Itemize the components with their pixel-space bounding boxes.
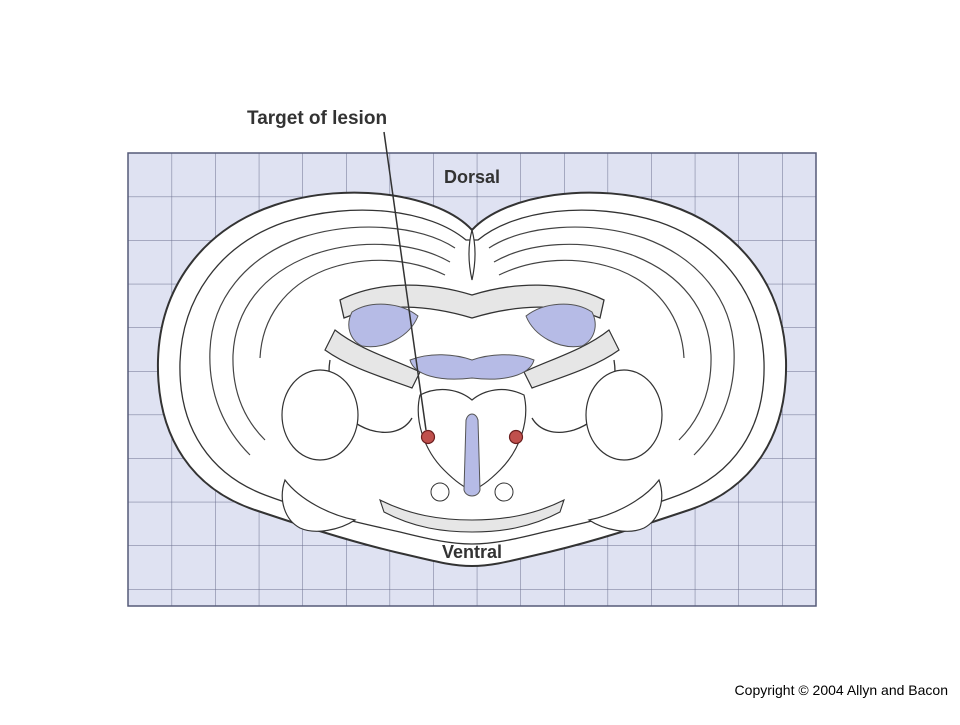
lesion-target-left [420,429,436,445]
ventral-nucleus-1 [430,482,450,502]
lateral-ventricle-right [525,303,596,348]
ventral-label: Ventral [442,542,502,562]
thalamus-left [281,369,359,461]
cortex-layer-left-3 [259,259,446,359]
third-ventricle-dorsal [409,354,535,380]
lateral-ventricle-left [348,303,419,348]
third-ventricle-vertical [463,413,481,497]
ventral-band [379,498,565,533]
lateral-lobe-right [587,478,663,532]
longitudinal-fissure [468,227,476,281]
cortex-inner-contour [179,209,765,545]
brain-coronal-section [156,191,788,568]
cortex-layer-right-1 [488,226,735,456]
ventral-nucleus-2 [494,482,514,502]
lesion-callout-line [383,131,427,431]
internal-capsule-left [324,329,421,389]
cortex-layer-right-3 [498,259,685,359]
internal-capsule-right [523,329,620,389]
lesion-target-right [508,429,524,445]
target-of-lesion-label: Target of lesion [247,108,387,129]
cortex-layer-left-2 [232,243,451,441]
thalamus-right [585,369,663,461]
cortex-layer-right-2 [493,243,712,441]
brain-outer-contour [156,191,788,568]
cortex-layer-left-1 [209,226,456,456]
dorsal-label: Dorsal [444,167,500,187]
copyright-notice: Copyright © 2004 Allyn and Bacon [734,682,948,698]
lateral-lobe-left [281,478,357,532]
